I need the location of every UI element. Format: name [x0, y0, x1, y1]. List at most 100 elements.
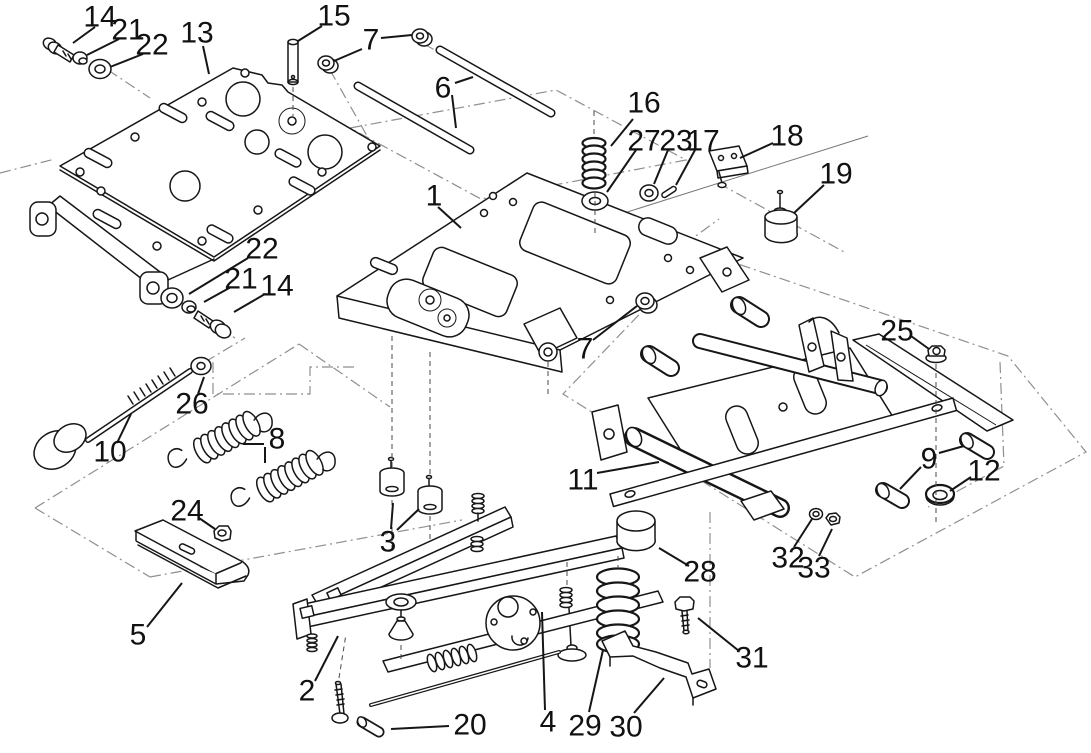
- part-number-label: 7: [363, 24, 380, 57]
- callout-3: 3: [380, 502, 420, 559]
- callout-22: 22: [188, 233, 279, 295]
- callout-2: 2: [299, 635, 339, 708]
- leader-line: [697, 617, 740, 652]
- leader-line: [297, 25, 323, 42]
- part-number-label: 31: [735, 642, 768, 675]
- part-number-label: 13: [180, 17, 213, 50]
- part-13-upper-plate: [29, 67, 381, 305]
- leader-line: [658, 547, 690, 567]
- part-number-label: 23: [659, 125, 692, 158]
- thread-ticks: [127, 367, 176, 405]
- part-number-label: 21: [224, 263, 257, 296]
- part-15-pin: [287, 38, 299, 86]
- callout-1: 1: [426, 180, 462, 229]
- part-10-knob-bolt: [33, 367, 193, 470]
- callout-12: 12: [949, 455, 1001, 492]
- leader-line: [633, 677, 665, 714]
- leader-line: [146, 582, 183, 628]
- callout-23: 23: [653, 125, 693, 185]
- leader-line: [938, 445, 965, 454]
- part-number-label: 5: [130, 619, 147, 652]
- part-30-latch-bracket: [601, 630, 717, 706]
- torsion-spring: [426, 643, 478, 673]
- part-number-label: 14: [260, 270, 293, 303]
- leader-line: [333, 48, 363, 62]
- callout-15: 15: [297, 0, 351, 42]
- part-1-seat-plate: [336, 172, 750, 373]
- callout-28: 28: [658, 547, 717, 589]
- part-number-label: 3: [380, 526, 397, 559]
- leader-line: [233, 293, 266, 313]
- part-number-label: 9: [921, 443, 938, 476]
- callout-29: 29: [568, 649, 604, 743]
- leader-line: [596, 461, 660, 474]
- part-11-roller-frame: [591, 296, 1014, 521]
- callout-21: 21: [86, 14, 145, 56]
- leader-line: [390, 502, 394, 530]
- part-23-washer: [639, 184, 659, 202]
- part-number-label: 15: [317, 0, 350, 33]
- callout-14: 14: [233, 270, 294, 313]
- part-19-damper-mount: [764, 189, 799, 244]
- callout-7: 7: [577, 305, 638, 366]
- callout-4: 4: [540, 611, 557, 739]
- leader-line: [949, 476, 972, 492]
- adjuster-springs: [470, 492, 485, 553]
- part-number-label: 11: [567, 464, 598, 497]
- part-number-label: 17: [686, 125, 719, 158]
- part-7-bushings-top: [317, 28, 433, 74]
- part-number-label: 8: [269, 423, 286, 456]
- leader-line: [188, 257, 249, 295]
- leader-line: [109, 53, 144, 68]
- part-26-washer: [190, 356, 212, 376]
- part-number-label: 12: [967, 455, 1000, 488]
- part-6-rods: [353, 45, 556, 155]
- rail-spring-pin: [306, 633, 318, 653]
- axis-lines: [292, 87, 937, 679]
- part-12-grommet: [924, 483, 956, 506]
- callout-10: 10: [93, 413, 132, 469]
- callout-18: 18: [739, 120, 804, 159]
- part-9-bushings: [875, 432, 995, 509]
- part-24-nut: [213, 525, 232, 542]
- part-number-label: 30: [609, 711, 642, 744]
- callout-17: 17: [675, 125, 720, 186]
- callout-5: 5: [130, 582, 183, 652]
- callout-13: 13: [180, 17, 214, 75]
- leader-line: [793, 184, 825, 214]
- part-number-label: 14: [83, 1, 116, 34]
- part-number-label: 1: [426, 180, 443, 213]
- callout-19: 19: [793, 158, 853, 214]
- part-number-label: 6: [435, 72, 452, 105]
- leader-line: [451, 94, 457, 129]
- part-3-bumpers: [379, 456, 443, 515]
- leader-line: [314, 635, 339, 682]
- callout-9: 9: [899, 443, 965, 490]
- part-25-flange-nut: [925, 345, 947, 364]
- leader-line: [437, 206, 462, 229]
- leader-line: [390, 725, 450, 730]
- callout-25: 25: [880, 315, 930, 350]
- callout-20: 20: [390, 709, 487, 742]
- leader-line: [86, 38, 120, 56]
- callout-21: 21: [203, 263, 258, 303]
- leader-line: [739, 142, 774, 159]
- callout-7: 7: [333, 24, 413, 62]
- leader-line: [606, 149, 637, 193]
- leader-line: [72, 26, 96, 44]
- leader-line: [454, 76, 474, 84]
- part-17-roll-pin: [661, 185, 677, 199]
- leader-line: [380, 34, 413, 39]
- part-28-pad: [616, 510, 656, 552]
- part-18-clip: [708, 145, 749, 189]
- leader-line: [610, 118, 634, 147]
- part-number-label: 16: [627, 87, 660, 120]
- part-number-label: 22: [245, 233, 278, 266]
- callout-14: 14: [72, 1, 117, 44]
- plate-slots: [83, 102, 316, 244]
- part-number-label: 4: [540, 706, 557, 739]
- part-number-label: 10: [93, 436, 126, 469]
- part-number-label: 2: [299, 675, 316, 708]
- leader-line: [588, 649, 604, 713]
